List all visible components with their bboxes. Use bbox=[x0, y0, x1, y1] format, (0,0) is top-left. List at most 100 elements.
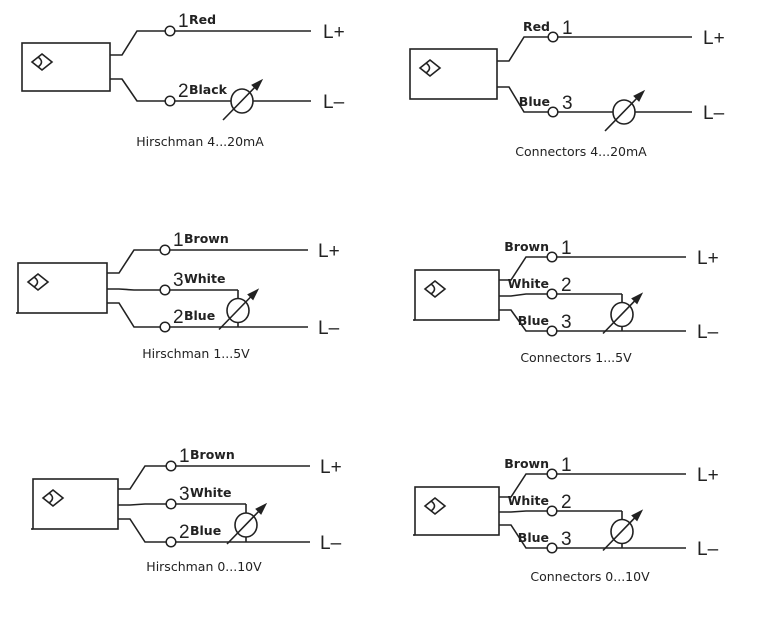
terminal-icon bbox=[546, 325, 558, 337]
terminal-icon bbox=[546, 542, 558, 554]
wire-color-label: White bbox=[184, 271, 225, 286]
sensor-arc-icon bbox=[425, 62, 431, 74]
rail-label: L+ bbox=[703, 28, 725, 49]
terminal-icon bbox=[546, 468, 558, 480]
terminal-icon bbox=[547, 106, 559, 118]
diagram-caption: Hirschman 0...10V bbox=[146, 559, 262, 574]
sensor-arc-icon bbox=[37, 56, 43, 68]
meter-icon bbox=[604, 89, 646, 132]
wire-color-label: Red bbox=[523, 19, 550, 34]
diagram-caption: Connectors 0...10V bbox=[530, 569, 650, 584]
pin-number: 2 bbox=[173, 307, 184, 328]
diagram-caption: Connectors 4...20mA bbox=[515, 144, 647, 159]
wire-white: 2 White bbox=[499, 492, 644, 552]
sensor-arc-icon bbox=[430, 283, 436, 295]
wire-color-label: Red bbox=[189, 12, 216, 27]
sensor-body bbox=[21, 42, 111, 92]
rail-label: L– bbox=[318, 318, 340, 339]
sensor-diamond-icon bbox=[26, 272, 50, 292]
terminal-icon bbox=[159, 321, 171, 333]
sensor-diamond-icon bbox=[423, 496, 447, 516]
rail-label: L+ bbox=[318, 241, 340, 262]
wire-color-label: White bbox=[508, 276, 549, 291]
meter-icon bbox=[218, 288, 260, 331]
pin-number: 3 bbox=[562, 93, 573, 114]
pin-number: 1 bbox=[561, 238, 572, 259]
wire-color-label: Blue bbox=[519, 94, 550, 109]
sensor-body bbox=[414, 486, 500, 536]
terminal-icon bbox=[159, 284, 171, 296]
diagram-caption: Hirschman 4...20mA bbox=[136, 134, 264, 149]
rail-label: L+ bbox=[323, 22, 345, 43]
sensor-diamond-icon bbox=[418, 58, 442, 78]
sensor-diamond-icon bbox=[41, 488, 65, 508]
terminal-icon bbox=[546, 505, 558, 517]
rail-label: L– bbox=[703, 103, 725, 124]
pin-number: 1 bbox=[178, 11, 189, 32]
pin-number: 2 bbox=[561, 275, 572, 296]
meter-icon bbox=[602, 509, 644, 552]
rail-label: L– bbox=[697, 322, 719, 343]
pin-number: 3 bbox=[561, 529, 572, 550]
wire-white: 2 White bbox=[499, 275, 644, 335]
rail-label: L+ bbox=[697, 248, 719, 269]
diagram-caption: Connectors 1...5V bbox=[520, 350, 632, 365]
terminal-icon bbox=[165, 536, 177, 548]
wire-color-label: Brown bbox=[504, 239, 549, 254]
sensor-arc-icon bbox=[430, 500, 436, 512]
pin-number: 2 bbox=[561, 492, 572, 513]
pin-number: 3 bbox=[173, 270, 184, 291]
pin-number: 3 bbox=[179, 484, 190, 505]
terminal-icon bbox=[165, 460, 177, 472]
wire-color-label: Blue bbox=[184, 308, 215, 323]
wire-color-label: Blue bbox=[518, 313, 549, 328]
sensor-body bbox=[414, 269, 500, 321]
pin-number: 1 bbox=[561, 455, 572, 476]
pin-number: 1 bbox=[173, 230, 184, 251]
diagram-caption: Hirschman 1...5V bbox=[142, 346, 250, 361]
sensor-diamond-icon bbox=[423, 279, 447, 299]
terminal-icon bbox=[164, 25, 176, 37]
pin-number: 2 bbox=[178, 81, 189, 102]
wire-color-label: Brown bbox=[504, 456, 549, 471]
wire-color-label: Blue bbox=[190, 523, 221, 538]
pin-number: 1 bbox=[179, 446, 190, 467]
wire-color-label: White bbox=[508, 493, 549, 508]
pin-number: 1 bbox=[562, 18, 573, 39]
terminal-icon bbox=[547, 31, 559, 43]
wire-color-label: Blue bbox=[518, 530, 549, 545]
sensor-arc-icon bbox=[48, 492, 54, 504]
wire-color-label: Black bbox=[189, 82, 228, 97]
pin-number: 3 bbox=[561, 312, 572, 333]
meter-icon bbox=[222, 78, 264, 121]
sensor-body bbox=[17, 262, 108, 314]
terminal-icon bbox=[546, 251, 558, 263]
rail-label: L– bbox=[697, 539, 719, 560]
rail-label: L+ bbox=[320, 457, 342, 478]
terminal-icon bbox=[164, 95, 176, 107]
pin-number: 2 bbox=[179, 522, 190, 543]
wire-color-label: Brown bbox=[184, 231, 229, 246]
terminal-icon bbox=[165, 498, 177, 510]
terminal-icon bbox=[546, 288, 558, 300]
wire-color-label: Brown bbox=[190, 447, 235, 462]
wire-color-label: White bbox=[190, 485, 231, 500]
